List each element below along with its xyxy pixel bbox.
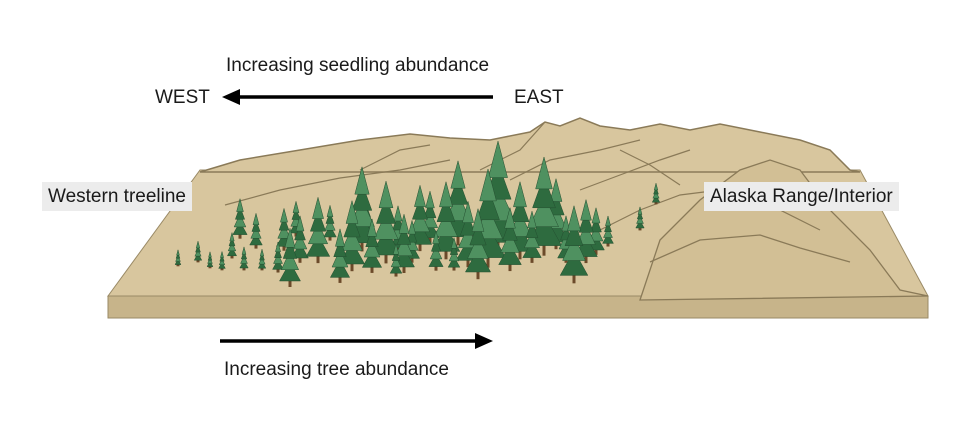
conifer-tree — [431, 180, 461, 260]
tree-abundance-arrow — [220, 333, 493, 349]
west-label: WEST — [155, 87, 210, 108]
conifer-tree — [498, 206, 522, 272]
conifer-tree — [469, 167, 507, 268]
east-label: EAST — [514, 87, 564, 108]
forest — [174, 140, 661, 287]
conifer-tree — [602, 214, 614, 247]
conifer-tree — [239, 245, 249, 271]
conifer-tree — [279, 227, 301, 287]
conifer-tree — [464, 207, 492, 280]
conifer-tree — [370, 180, 402, 264]
conifer-tree — [329, 227, 351, 283]
conifer-tree — [305, 196, 331, 264]
conifer-tree — [651, 182, 661, 205]
conifer-tree — [257, 248, 267, 271]
alaska-range-interior-label: Alaska Range/Interior — [704, 182, 899, 211]
seedling-arrow — [222, 89, 493, 105]
conifer-tree — [206, 250, 214, 269]
conifer-tree — [522, 210, 542, 263]
conifer-tree — [361, 217, 383, 273]
conifer-tree — [193, 240, 203, 263]
conifer-tree — [338, 199, 366, 272]
conifer-tree — [249, 212, 263, 249]
conifer-tree — [272, 240, 284, 273]
seedling-abundance-caption: Increasing seedling abundance — [226, 55, 490, 76]
conifer-tree — [323, 204, 337, 241]
conifer-tree — [635, 205, 645, 231]
conifer-tree — [389, 242, 403, 277]
conifer-tree — [559, 204, 589, 284]
conifer-tree — [218, 250, 226, 271]
conifer-tree — [226, 231, 238, 259]
conifer-tree — [232, 197, 248, 239]
conifer-tree — [447, 236, 461, 271]
western-treeline-label: Western treeline — [42, 182, 192, 211]
conifer-tree — [428, 229, 444, 271]
conifer-tree — [291, 214, 309, 263]
conifer-tree — [174, 248, 182, 267]
tree-abundance-caption: Increasing tree abundance — [224, 359, 449, 380]
